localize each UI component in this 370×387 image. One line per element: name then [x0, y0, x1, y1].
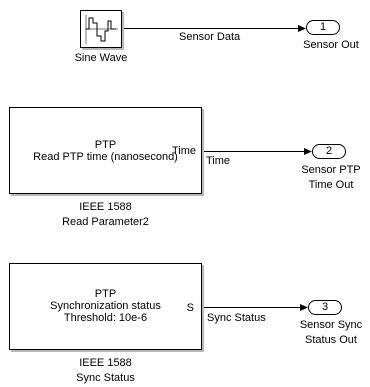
- sine-wave-label: Sine Wave: [74, 52, 128, 64]
- sine-wave-icon: [85, 15, 118, 44]
- outport-2[interactable]: 2: [312, 144, 346, 159]
- ptp-read-caption-line2: Read Parameter2: [62, 216, 149, 228]
- arrowhead-1: [298, 25, 306, 32]
- outport-2-label-line1: Sensor PTP: [301, 164, 361, 176]
- outport-2-label-line2: Time Out: [308, 179, 354, 191]
- ptp-read-title: PTP: [94, 139, 117, 151]
- ptp-sync-block[interactable]: PTP Synchronization status Threshold: 10…: [9, 263, 202, 350]
- ptp-sync-description-line1: Synchronization status: [50, 300, 161, 312]
- outport-3[interactable]: 3: [308, 300, 342, 315]
- arrowhead-2: [304, 148, 312, 155]
- ptp-read-output-port: Time: [171, 145, 196, 157]
- outport-3-label-line1: Sensor Sync: [299, 319, 363, 331]
- signal-label-time: Time: [206, 155, 231, 167]
- signal-label-sensor-data: Sensor Data: [179, 31, 241, 43]
- ptp-sync-caption-line2: Sync Status: [76, 372, 135, 384]
- ptp-read-description: Read PTP time (nanosecond): [33, 151, 178, 163]
- ptp-sync-description-line2: Threshold: 10e-6: [63, 312, 148, 324]
- outport-3-label-line2: Status Out: [305, 334, 357, 346]
- ptp-sync-title: PTP: [94, 288, 117, 300]
- outport-1-label: Sensor Out: [303, 39, 359, 51]
- arrowhead-3: [300, 304, 308, 311]
- ptp-sync-output-port: S: [186, 302, 194, 314]
- ptp-read-caption-line1: IEEE 1588: [79, 201, 132, 213]
- outport-1[interactable]: 1: [306, 20, 340, 35]
- signal-label-sync-status: Sync Status: [207, 312, 266, 324]
- ptp-sync-caption-line1: IEEE 1588: [79, 357, 132, 369]
- ptp-read-block[interactable]: PTP Read PTP time (nanosecond) Time: [9, 107, 202, 194]
- sine-wave-block[interactable]: [80, 10, 122, 48]
